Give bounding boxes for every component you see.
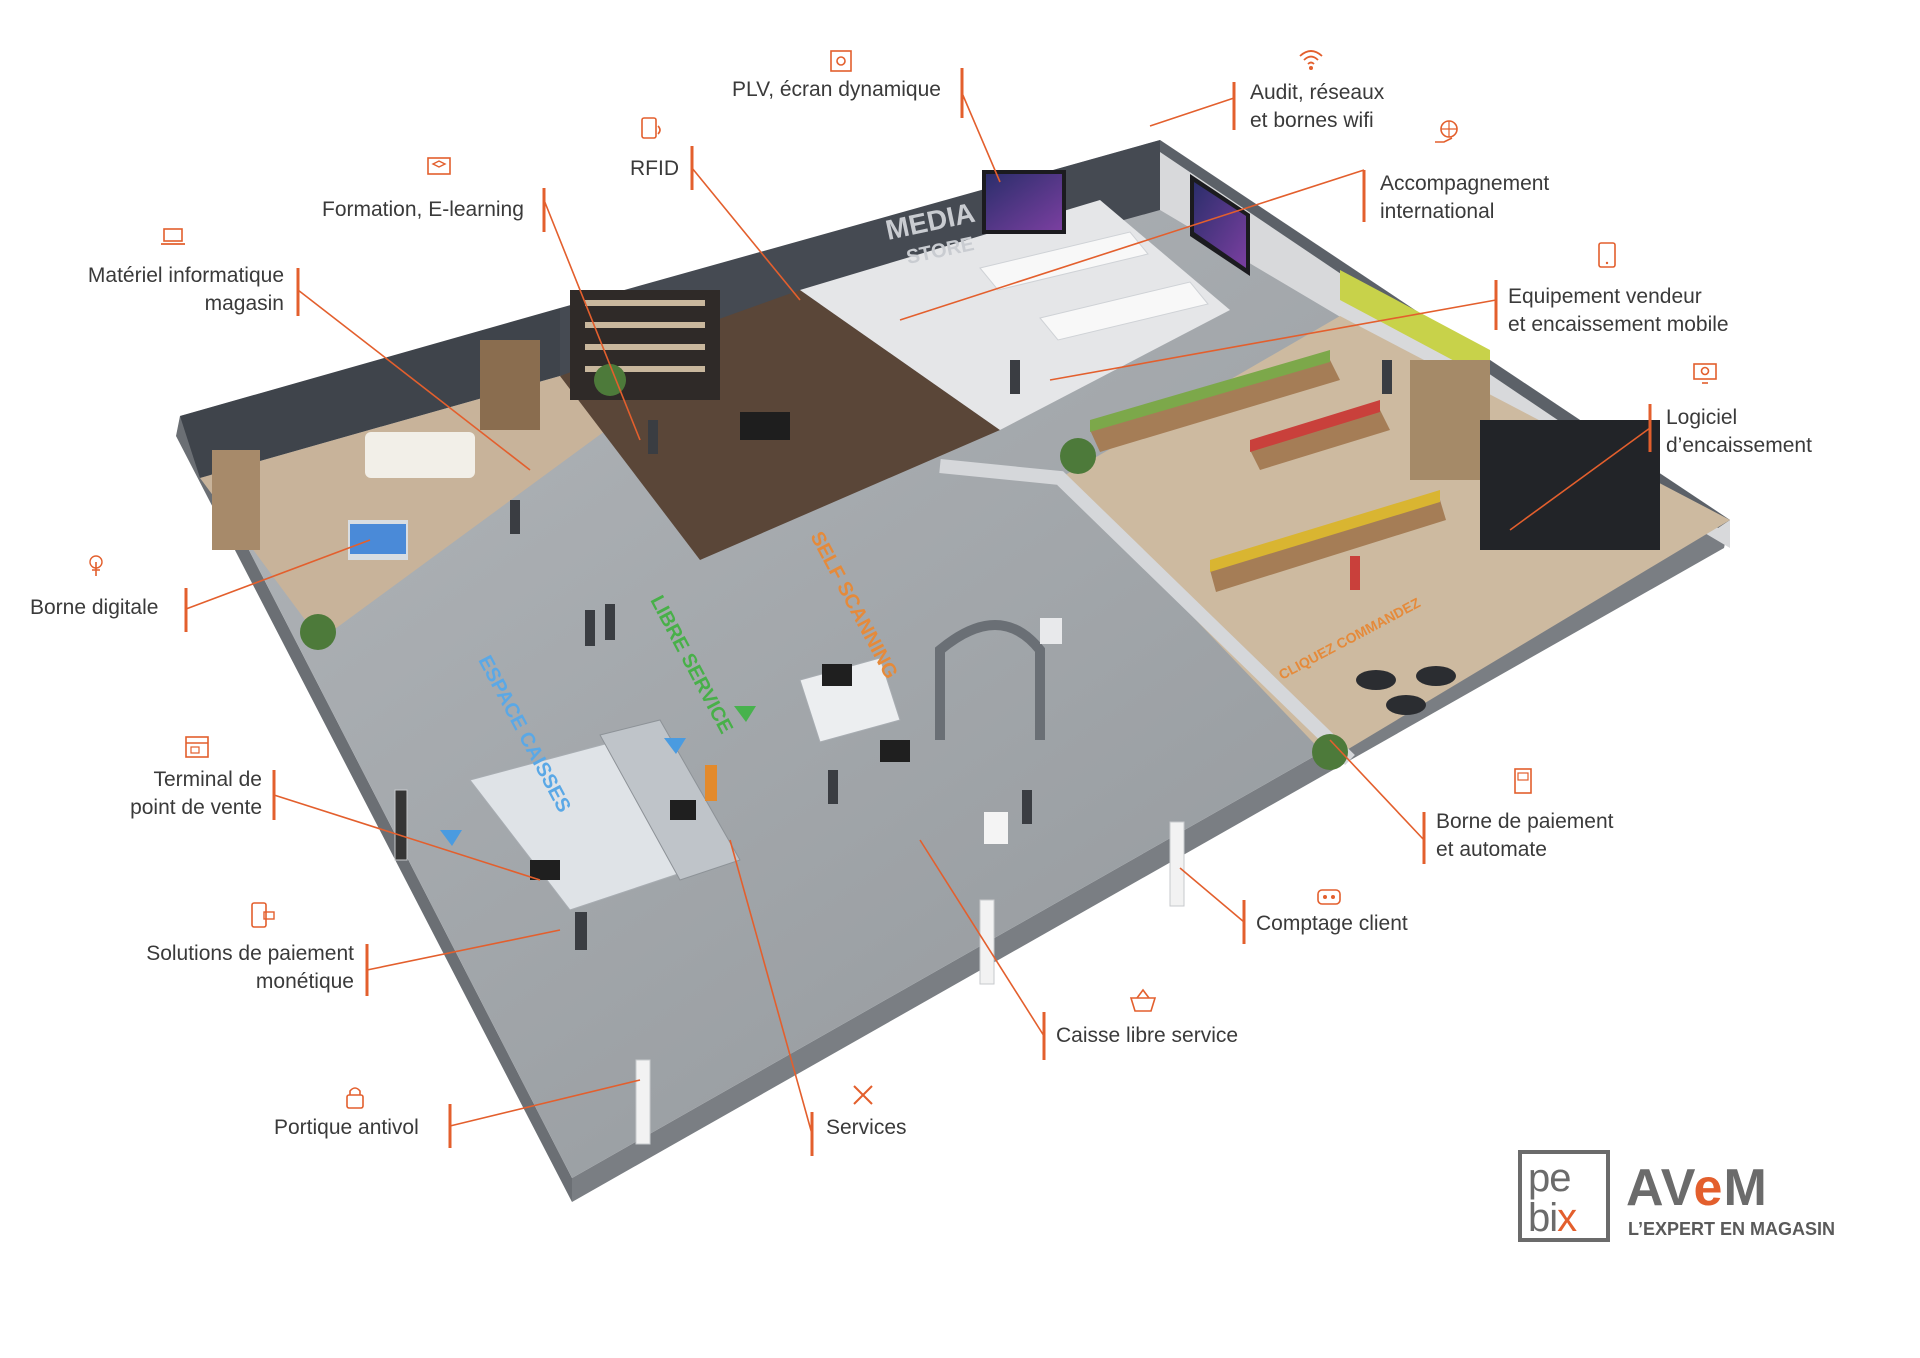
callout-borne-digitale: Borne digitale xyxy=(30,596,159,619)
bread-shelf xyxy=(1410,360,1490,480)
callout-formation: Formation, E-learning xyxy=(322,198,524,221)
media-tables xyxy=(979,231,1209,341)
floor-path xyxy=(939,459,1355,766)
display-icon xyxy=(830,50,852,72)
leader-lines xyxy=(185,92,1651,1135)
pos-terminal xyxy=(530,860,560,880)
laptop-icon xyxy=(161,228,185,245)
checkout-area xyxy=(469,719,741,911)
callout-audit: Audit, réseaux et bornes wifi xyxy=(1250,81,1385,132)
globe-hand-icon xyxy=(1435,120,1458,143)
graduation-screen-icon xyxy=(427,157,451,175)
avem-logo: AVeM xyxy=(1626,1159,1768,1217)
leader-brackets xyxy=(184,68,1652,1156)
self-checkout-area xyxy=(799,618,1062,844)
callout-materiel: Matériel informatique magasin xyxy=(87,264,284,315)
bench xyxy=(740,412,790,440)
floor-arrows xyxy=(440,706,756,846)
shoppers xyxy=(510,360,1392,950)
callout-equipement: Equipement vendeur et encaissement mobil… xyxy=(1508,285,1729,336)
media-store: MEDIA STORE xyxy=(800,170,1250,430)
callout-accompagnement: Accompagnement international xyxy=(1380,172,1550,223)
callout-services: Services xyxy=(826,1116,907,1139)
entrance-sign xyxy=(1040,618,1062,644)
cafe-tables xyxy=(1356,666,1456,715)
pos-terminal-icon xyxy=(185,736,209,758)
avem-tagline: L’EXPERT EN MAGASIN xyxy=(1628,1219,1836,1239)
card-reader-icon xyxy=(251,902,275,928)
callout-rfid: RFID xyxy=(630,157,679,180)
monitor-gear-icon xyxy=(1693,363,1717,384)
callout-terminal: Terminal de point de vente xyxy=(130,768,262,819)
antitheft-gates xyxy=(394,789,1185,1145)
counter-icon xyxy=(1317,889,1341,905)
payment-kiosk-icon xyxy=(1514,768,1532,794)
sofa xyxy=(365,432,475,478)
display-case xyxy=(480,340,540,430)
living-area xyxy=(200,340,620,640)
wifi-icon xyxy=(1299,50,1323,70)
rfid-tag-icon xyxy=(641,117,661,139)
callout-solutions: Solutions de paiement monétique xyxy=(146,942,354,993)
callout-caisse: Caisse libre service xyxy=(1056,1024,1239,1047)
basket-icon xyxy=(1129,988,1157,1012)
tablet-icon xyxy=(1598,242,1616,268)
shelf-left xyxy=(212,450,260,550)
plants xyxy=(300,364,1348,770)
callout-logiciel: Logiciel d’encaissement xyxy=(1666,406,1812,457)
tools-icon xyxy=(853,1085,873,1105)
fruit-stands xyxy=(1090,350,1446,592)
callout-borne-paiement: Borne de paiement et automate xyxy=(1436,810,1614,861)
touch-icon xyxy=(89,555,103,576)
callout-portique: Portique antivol xyxy=(274,1116,419,1139)
padlock-icon xyxy=(346,1087,364,1109)
callout-plv: PLV, écran dynamique xyxy=(732,78,941,101)
accent-wall xyxy=(1340,270,1490,380)
pebix-logo: pe bix xyxy=(1518,1150,1610,1242)
price-kiosk xyxy=(984,812,1008,844)
callout-comptage: Comptage client xyxy=(1256,912,1408,935)
